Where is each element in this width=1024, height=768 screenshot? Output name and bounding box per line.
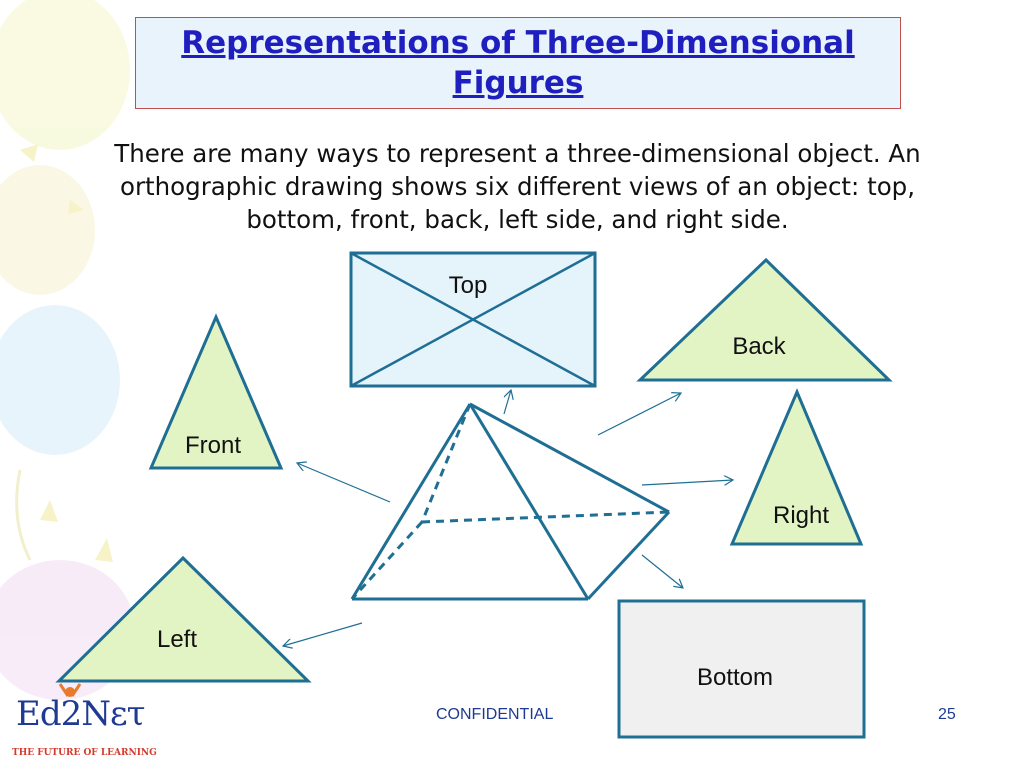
arrow-to-left <box>283 622 363 646</box>
right-view-triangle <box>729 388 864 546</box>
back-view: Back <box>636 257 893 382</box>
title-box: Representations of Three-Dimensional Fig… <box>135 17 901 109</box>
front-view-triangle <box>148 313 284 470</box>
right-view-label: Right <box>773 502 829 529</box>
logo-figure-icon <box>58 683 82 697</box>
arrow-to-top <box>503 390 511 415</box>
top-view: Top <box>349 251 597 388</box>
left-view-triangle <box>55 555 312 683</box>
arrow-to-right <box>641 480 733 486</box>
bottom-view-label: Bottom <box>697 664 773 691</box>
front-view-label: Front <box>185 432 241 459</box>
body-paragraph: There are many ways to represent a three… <box>114 139 921 234</box>
logo-wordmark: Ed2Nετ <box>16 694 145 734</box>
slide-title: Representations of Three-Dimensional Fig… <box>181 25 855 101</box>
top-view-label: Top <box>449 272 488 299</box>
right-view: Right <box>729 388 864 546</box>
bottom-view: Bottom <box>617 599 866 739</box>
pyramid-figure <box>350 402 671 601</box>
left-view: Left <box>55 555 312 683</box>
page-number: 25 <box>938 706 956 723</box>
arrow-to-bottom <box>641 554 683 588</box>
arrow-to-back <box>597 393 681 436</box>
footer-confidential: CONFIDENTIAL <box>436 706 554 723</box>
ed2net-logo: Ed2Nετ THE FUTURE OF LEARNING <box>10 683 170 764</box>
arrow-to-front <box>297 463 391 503</box>
view-arrows <box>283 390 733 646</box>
bottom-view-rectangle <box>617 599 866 739</box>
logo-tagline: THE FUTURE OF LEARNING <box>12 748 157 758</box>
balloon-blue <box>0 305 120 455</box>
back-view-label: Back <box>732 333 786 360</box>
back-view-triangle <box>636 257 893 382</box>
left-view-label: Left <box>157 626 197 653</box>
balloon-yellow <box>0 0 130 150</box>
front-view: Front <box>148 313 284 470</box>
top-view-diagonal <box>350 251 596 388</box>
balloon-yellow-2 <box>0 165 95 295</box>
